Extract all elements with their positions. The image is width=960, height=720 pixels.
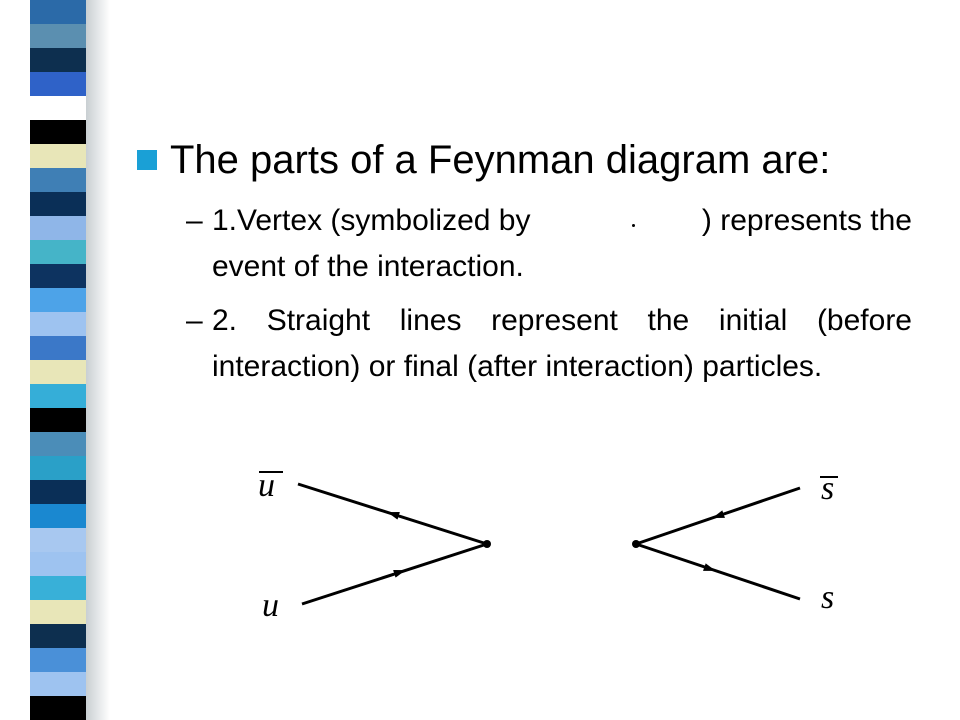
bullet-vertex-line1: 1.Vertex (symbolized by ) represents the (212, 198, 912, 244)
bar-strip (30, 528, 86, 552)
bullet-vertex-left: 1.Vertex (symbolized by (212, 204, 531, 237)
bullet-straight-lines-text: 2. Straight lines represent the initial … (212, 304, 912, 383)
antiquark-u-line (297, 482, 488, 546)
bar-strip (30, 48, 86, 72)
bar-strip (30, 408, 86, 432)
bullet-vertex-line2: event of the interaction. (212, 250, 524, 283)
bar-strip (30, 600, 86, 624)
bar-strip (30, 672, 86, 696)
dash-marker: – (186, 304, 203, 337)
bar-strip (30, 552, 86, 576)
bar-strip (30, 120, 86, 144)
bar-strip (30, 264, 86, 288)
label-u-bar: u (258, 467, 275, 504)
quark-s-line (635, 542, 801, 601)
dash-marker: – (186, 204, 203, 237)
slide-title: The parts of a Feynman diagram are: (170, 138, 831, 182)
left-bar-shadow (86, 0, 110, 720)
decorative-left-bar (30, 0, 88, 720)
bar-strip (30, 360, 86, 384)
bar-strip (30, 312, 86, 336)
bar-strip (30, 168, 86, 192)
bar-strip (30, 144, 86, 168)
bar-strip (30, 96, 86, 120)
bullet-vertex-right: ) represents the (701, 204, 912, 237)
bar-strip (30, 24, 86, 48)
bar-strip (30, 648, 86, 672)
bar-strip (30, 72, 86, 96)
bar-strip (30, 384, 86, 408)
bar-strip (30, 216, 86, 240)
bar-strip (30, 432, 86, 456)
bullet-vertex-body: 1.Vertex (symbolized by ) represents the… (212, 198, 912, 290)
bar-strip (30, 504, 86, 528)
bar-strip (30, 624, 86, 648)
right-vertex (632, 540, 640, 548)
bar-strip (30, 456, 86, 480)
bar-strip (30, 336, 86, 360)
title-bullet (137, 150, 157, 170)
bar-strip (30, 240, 86, 264)
bar-strip (30, 192, 86, 216)
bar-strip (30, 480, 86, 504)
label-s-bar: s (821, 470, 834, 507)
quark-u-line (301, 542, 488, 606)
bar-strip (30, 696, 86, 720)
vertex-dot-symbol (632, 224, 635, 227)
bar-strip (30, 288, 86, 312)
bar-strip (30, 0, 86, 24)
label-u: u (262, 587, 279, 624)
label-s: s (821, 579, 834, 616)
left-vertex (483, 540, 491, 548)
bar-strip (30, 576, 86, 600)
